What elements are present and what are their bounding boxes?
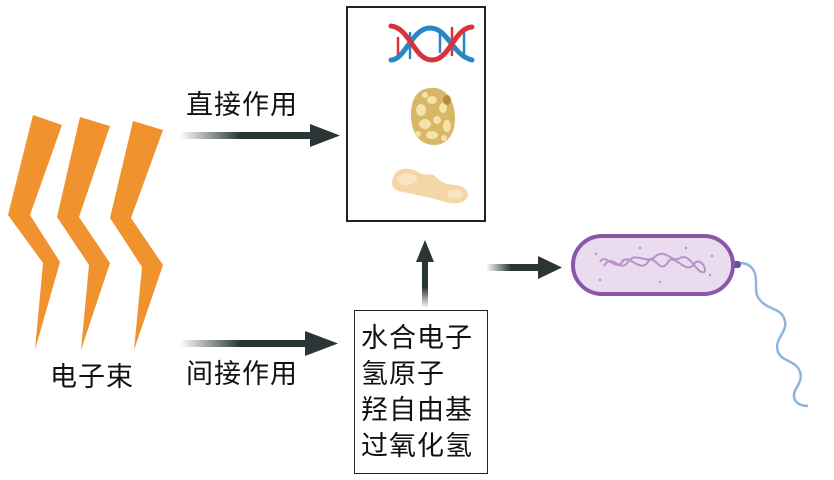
species-item: 氢原子 [361,359,445,390]
up-arrow [416,240,434,308]
electron-beam-label: 电子束 [50,362,134,393]
beam-bolt [57,117,110,350]
species-item: 羟自由基 [361,395,473,426]
result-arrow [486,256,562,279]
beam-bolt [110,121,163,350]
species-item: 水合电子 [361,323,473,354]
dna-icon [388,23,475,63]
protein-icon [392,168,468,204]
indirect-action-label: 间接作用 [186,359,298,390]
target-box [346,6,486,222]
direct-arrow [180,124,340,147]
bacterium-icon [571,234,809,408]
electron-beam-icon [8,115,163,350]
direct-action-label: 直接作用 [186,90,298,121]
reactive-species-box: 水合电子 氢原子 羟自由基 过氧化氢 [354,310,488,474]
beam-bolt [8,115,62,350]
indirect-arrow [180,331,338,356]
species-item: 过氧化氢 [361,431,473,462]
cell-icon [411,87,455,145]
